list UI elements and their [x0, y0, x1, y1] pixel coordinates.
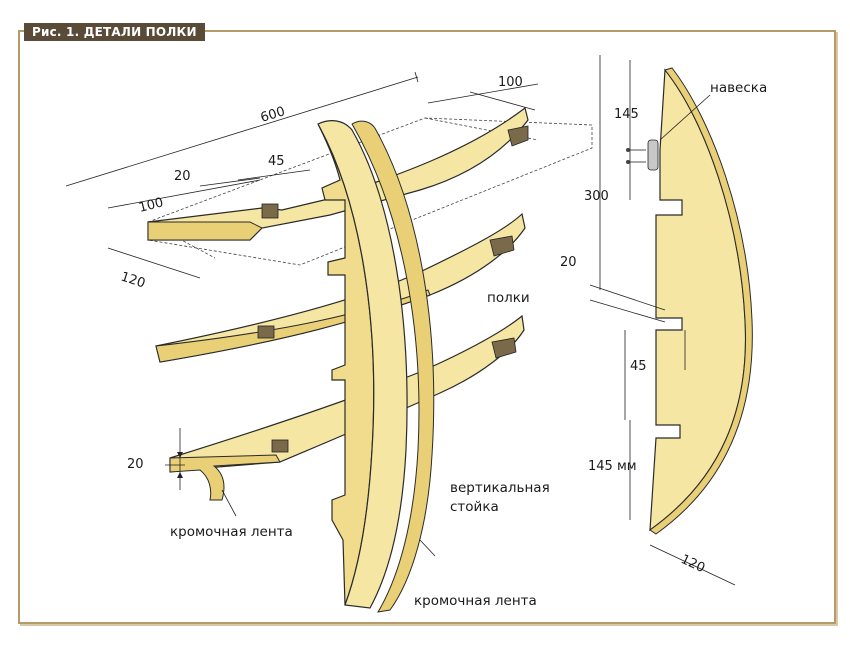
vertical-post-group: [317, 120, 436, 613]
top-shelf-front: [147, 221, 263, 241]
bottom-shelf-front: [169, 454, 281, 501]
top-shelf-group: [147, 106, 593, 266]
figure-frame: [18, 30, 836, 624]
side-view-group: навеска 145 300 20 45 145 мм 120: [560, 55, 767, 586]
dim-end-width: 100: [498, 75, 523, 90]
figure-caption: Рис. 1. ДЕТАЛИ ПОЛКИ: [24, 23, 205, 41]
dim-side-total: 300: [584, 189, 609, 204]
label-vert-line1: вертикальная: [450, 480, 550, 496]
label-vert-line2: стойка: [450, 499, 499, 515]
hanger-bracket: [647, 139, 659, 171]
dim-side-top: 145: [614, 107, 639, 122]
edge-band-strip: [351, 120, 435, 613]
top-shelf-notch: [261, 203, 279, 219]
dim-side-notch: 45: [630, 359, 647, 374]
bottom-shelf-end-notch: [491, 337, 517, 359]
label-edge-tape-left: кромочная лента: [170, 524, 293, 540]
middle-shelf-group: [155, 212, 526, 363]
vertical-post-face: [317, 120, 408, 609]
dim-side-bottom: 145 мм: [588, 459, 637, 474]
dim-thickness: 20: [127, 457, 144, 472]
dim-side-width: 120: [678, 552, 707, 576]
middle-shelf-end-notch: [489, 235, 515, 257]
label-edge-tape-bottom: кромочная лента: [414, 593, 537, 609]
dim-shelf-length: 600: [259, 104, 287, 126]
side-post-profile: [649, 68, 747, 532]
bottom-shelf-notch: [271, 439, 289, 453]
label-polki: полки: [487, 290, 530, 306]
side-post-edge: [649, 67, 753, 535]
top-dimensions: 600 100 45 20 100 120: [65, 71, 539, 292]
dim-left-depth: 100: [137, 195, 165, 216]
label-naveska: навеска: [710, 80, 767, 96]
dim-notch-width: 45: [268, 154, 285, 169]
dim-shelf-depth: 120: [119, 270, 147, 292]
top-shelf-end-notch: [507, 125, 529, 147]
middle-shelf-notch: [257, 325, 275, 339]
dim-side-gap: 20: [560, 255, 577, 270]
dim-notch-depth: 20: [174, 169, 191, 184]
